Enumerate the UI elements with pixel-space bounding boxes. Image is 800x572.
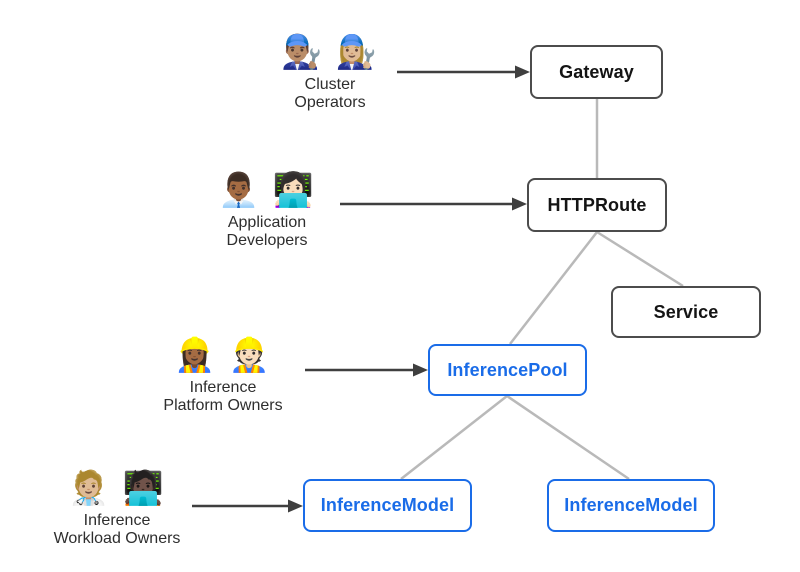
node-inferencemodel-right: InferenceModel <box>547 479 715 532</box>
persona-cluster-operators: 👨🏽‍🔧 👩🏼‍🔧 Cluster Operators <box>245 30 415 112</box>
arrow-cluster-operators-gateway <box>397 65 530 79</box>
edge-httproute-service <box>596 230 684 288</box>
office-worker-technologist-emoji-icon: 👨🏾‍💼 👩🏻‍💻 <box>218 171 316 208</box>
persona-label-line: Application <box>227 214 307 231</box>
persona-application-developers-label: Application Developers <box>182 214 352 250</box>
node-gateway-label: Gateway <box>559 61 634 82</box>
persona-inference-workload-owners: 🧑🏼‍⚕️ 🧑🏿‍💻 Inference Workload Owners <box>32 466 202 548</box>
persona-label-line: Platform Owners <box>163 397 283 414</box>
node-gateway: Gateway <box>530 45 663 99</box>
arrow-inference-platform-owners-inferencepool <box>305 363 428 377</box>
persona-cluster-operators-label: Cluster Operators <box>245 76 415 112</box>
node-service: Service <box>611 286 761 338</box>
edge-httproute-inferencepool <box>509 231 598 345</box>
persona-application-developers: 👨🏾‍💼 👩🏻‍💻 Application Developers <box>182 168 352 250</box>
persona-label-line: Operators <box>294 94 366 111</box>
persona-label-line: Inference <box>189 379 257 396</box>
persona-inference-platform-owners-label: Inference Platform Owners <box>138 379 308 415</box>
edge-inferencepool-inferencemodel-right <box>506 394 630 481</box>
node-inferencemodel-right-label: InferenceModel <box>564 495 698 515</box>
node-inferencepool: InferencePool <box>428 344 587 396</box>
node-inferencepool-label: InferencePool <box>447 359 568 380</box>
edge-inferencepool-inferencemodel-left <box>400 395 508 480</box>
persona-label-line: Workload Owners <box>53 530 181 547</box>
construction-workers-emoji-icon: 👷🏾‍♀️ 👷🏻 <box>174 336 272 373</box>
node-httproute-label: HTTPRoute <box>547 194 647 215</box>
node-inferencemodel-left: InferenceModel <box>303 479 472 532</box>
persona-label-line: Cluster <box>304 76 356 93</box>
persona-label-line: Developers <box>226 232 308 249</box>
persona-inference-platform-owners: 👷🏾‍♀️ 👷🏻 Inference Platform Owners <box>138 333 308 415</box>
health-worker-technologist-emoji-icon: 🧑🏼‍⚕️ 🧑🏿‍💻 <box>68 469 166 506</box>
node-service-label: Service <box>653 301 719 322</box>
persona-inference-workload-owners-label: Inference Workload Owners <box>32 512 202 548</box>
node-inferencemodel-left-label: InferenceModel <box>320 495 455 515</box>
arrow-inference-workload-owners-inferencemodel <box>192 499 303 513</box>
node-httproute: HTTPRoute <box>527 178 667 232</box>
arrow-application-developers-httproute <box>340 197 527 211</box>
persona-label-line: Inference <box>83 512 151 529</box>
mechanics-emoji-icon: 👨🏽‍🔧 👩🏼‍🔧 <box>281 33 379 70</box>
